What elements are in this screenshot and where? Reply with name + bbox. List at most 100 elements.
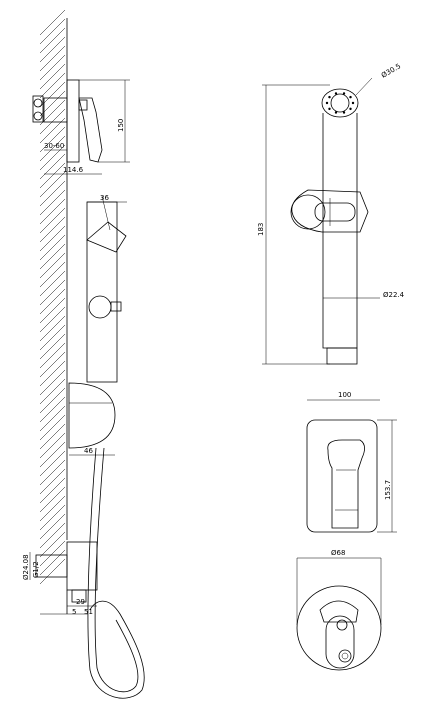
nozzle-dot	[328, 107, 331, 111]
hatch-line	[39, 522, 66, 549]
dim-label-d68: Ø68	[331, 549, 345, 557]
hatch-line	[39, 234, 66, 261]
dim-label-183: 183	[257, 223, 265, 236]
dim-label-36: 36	[100, 194, 109, 202]
handset-body	[322, 113, 358, 349]
hatch-line	[39, 225, 66, 252]
wall-elbow: Ø24.08 G1/2 29 5 51	[22, 541, 98, 616]
hatch-line	[39, 18, 66, 45]
hatch-line	[39, 486, 66, 513]
trigger-knob	[88, 295, 112, 319]
hatch-line	[39, 153, 66, 180]
hatch-line	[39, 369, 66, 396]
dim-label-g12: G1/2	[32, 561, 40, 578]
mixer-lever	[327, 439, 365, 529]
outlet-holder	[325, 615, 355, 669]
hatch-line	[39, 549, 66, 576]
hose-inner	[94, 447, 139, 693]
nozzle-dot	[342, 111, 346, 114]
hatch-line	[39, 495, 66, 522]
dim-label-d30: Ø30.5	[380, 62, 402, 79]
hatch-line	[39, 531, 66, 558]
hatch-line	[39, 198, 66, 225]
hatch-line	[39, 423, 66, 450]
dim-label-150: 150	[117, 119, 125, 132]
outlet-inner	[341, 652, 349, 660]
hatch-line	[39, 180, 66, 207]
nozzle-dot	[334, 92, 338, 95]
trigger-housing	[291, 189, 369, 233]
hatch-line	[39, 126, 66, 153]
dim-leader-d30	[355, 77, 373, 96]
valve-circle	[33, 98, 43, 108]
trigger-round	[290, 194, 326, 230]
hatch-line	[39, 45, 66, 72]
hatch-line	[39, 207, 66, 234]
nozzle-dot	[334, 111, 338, 114]
trigger-lever	[110, 301, 122, 312]
spray-head	[86, 221, 127, 253]
dim-label-100: 100	[338, 391, 351, 399]
hatch-line	[39, 54, 66, 81]
nozzle-dot	[351, 101, 355, 105]
wall-mixer-side-view: 150 30-60 114.6	[32, 79, 130, 175]
dim-label-30-60: 30-60	[44, 142, 64, 150]
holder-hole	[336, 619, 348, 631]
hatch-line	[39, 279, 66, 306]
nozzle-dot	[349, 107, 352, 111]
hatch-line	[39, 360, 66, 387]
elbow-body	[35, 554, 68, 578]
hatch-line	[39, 414, 66, 441]
dim-label-114: 114.6	[63, 166, 84, 174]
hatch-line	[39, 27, 66, 54]
hatch-line	[39, 342, 66, 369]
elbow-outlet	[71, 589, 87, 603]
hatch-line	[39, 468, 66, 495]
hatch-line	[39, 351, 66, 378]
hatch-line	[39, 108, 66, 135]
round-outlet-front-view: Ø68	[296, 549, 382, 671]
dim-label-5: 5	[72, 608, 76, 616]
rosette-top	[319, 600, 359, 623]
hatch-line	[39, 270, 66, 297]
handset-base	[326, 347, 358, 365]
hatch-line	[39, 288, 66, 315]
elbow-plate	[66, 541, 98, 591]
mixer-plate	[66, 79, 80, 163]
dim-label-153: 153.7	[384, 480, 392, 500]
hatch-line	[39, 459, 66, 486]
trigger-button	[314, 202, 356, 222]
hatch-line	[39, 396, 66, 423]
hatch-line	[39, 252, 66, 279]
hatch-line	[39, 63, 66, 90]
nozzle-dot	[342, 92, 346, 95]
hatch-line	[39, 540, 66, 567]
hatch-line	[39, 450, 66, 477]
handset-side-view: 36 46	[68, 194, 127, 456]
hatch-line	[39, 144, 66, 171]
wall-hatching	[39, 9, 66, 585]
hatch-line	[39, 306, 66, 333]
hatch-line	[39, 378, 66, 405]
dim-label-51: 51	[84, 608, 93, 616]
nozzle-dot	[325, 101, 329, 105]
hatch-line	[39, 387, 66, 414]
nozzle-dot	[349, 95, 352, 99]
mixer-body	[43, 97, 68, 123]
hatch-line	[39, 504, 66, 531]
hatch-line	[39, 432, 66, 459]
hatch-line	[39, 9, 66, 36]
round-rosette	[296, 585, 382, 671]
valve-cartridge	[32, 95, 44, 123]
hose	[87, 447, 145, 699]
handset-front-view: 183 Ø30.5 Ø22.4	[257, 62, 405, 365]
dim-label-29: 29	[76, 598, 85, 606]
spray-outlet	[321, 88, 359, 118]
hatch-line	[39, 72, 66, 99]
dim-label-d22: Ø22.4	[383, 291, 405, 299]
hatch-line	[39, 315, 66, 342]
hatch-line	[39, 477, 66, 504]
hatch-line	[39, 441, 66, 468]
hatch-line	[39, 261, 66, 288]
